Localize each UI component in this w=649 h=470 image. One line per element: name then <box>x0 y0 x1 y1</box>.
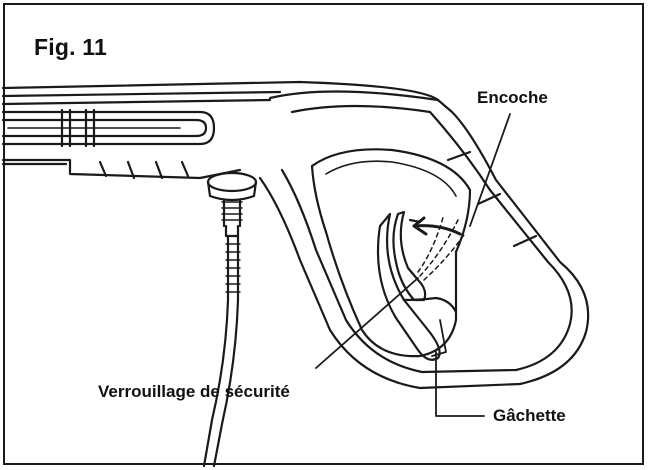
trigger-label: Gâchette <box>493 406 566 425</box>
encoche-label: Encoche <box>477 88 548 107</box>
trigger-leader <box>435 351 485 417</box>
encoche-leader <box>469 113 511 227</box>
gun-barrel <box>1 80 440 180</box>
gun-handle <box>258 90 590 390</box>
figure-title: Fig. 11 <box>34 34 107 60</box>
barrel-vent-slot <box>1 108 216 148</box>
hose-fitting <box>206 171 258 238</box>
safety-lock-label: Verrouillage de sécurité <box>98 382 290 401</box>
motion-arrow <box>412 216 462 236</box>
barrel-ribs <box>98 160 190 180</box>
lever-swing-guides <box>417 213 467 281</box>
trigger <box>376 212 458 361</box>
safety-lock-leader <box>315 277 419 369</box>
hose <box>202 234 241 468</box>
trigger-guard <box>310 148 472 358</box>
